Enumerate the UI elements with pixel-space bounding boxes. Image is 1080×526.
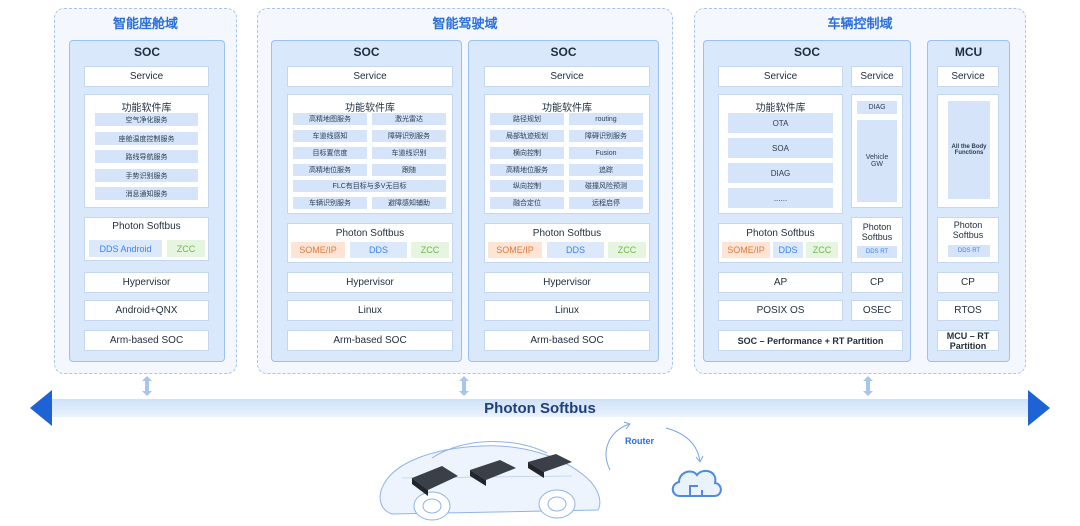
lib-item: 障碍识别服务 — [372, 130, 446, 142]
vehicle-soc-softbus-right-title: Photon Softbus — [861, 222, 893, 242]
tag-zcc: ZCC — [806, 242, 838, 258]
connector-cockpit — [142, 376, 152, 396]
driving-soc-1-os: Linux — [287, 300, 453, 321]
cockpit-service: Service — [84, 66, 209, 87]
driving-soc-1-hypervisor: Hypervisor — [287, 272, 453, 293]
driving-soc-2-title: SOC — [550, 45, 577, 59]
cockpit-lib-title: 功能软件库 — [121, 103, 172, 114]
lib-item: 车道线识别 — [372, 147, 446, 159]
lib-item: SOA — [728, 138, 833, 158]
lib-item: 障碍识别服务 — [569, 130, 643, 142]
driving-soc-1-hardware: Arm-based SOC — [287, 330, 453, 351]
domain-driving-title: 智能驾驶域 — [432, 16, 498, 31]
lib-item: 跟随 — [372, 164, 446, 176]
lib-item: 路径规划 — [490, 113, 564, 125]
lib-item: 高精地图服务 — [293, 113, 367, 125]
lib-item: 座舱温度控制服务 — [95, 132, 198, 145]
tag-some-ip: SOME/IP — [291, 242, 345, 258]
tag-zcc: ZCC — [608, 242, 646, 258]
tag-dds: DDS — [350, 242, 407, 258]
vehicle-soc-service-right: Service — [851, 66, 903, 87]
cockpit-hypervisor: Hypervisor — [84, 272, 209, 293]
lib-item: OTA — [728, 113, 833, 133]
lib-item: Fusion — [569, 147, 643, 159]
driving-soc-1-service: Service — [287, 66, 453, 87]
domain-cockpit-title: 智能座舱域 — [112, 16, 178, 31]
vehicle-soc-partition: SOC – Performance + RT Partition — [718, 330, 903, 351]
lib-item: ...... — [728, 188, 833, 208]
driving-soc-2-os: Linux — [484, 300, 650, 321]
vehicle-soc-softbus-title: Photon Softbus — [746, 228, 815, 239]
mcu-dds-rt-tag: DDS RT — [948, 245, 990, 257]
tag-zcc: ZCC — [411, 242, 449, 258]
tag-some-ip: SOME/IP — [488, 242, 542, 258]
softbus-banner-label: Photon Softbus — [484, 400, 596, 417]
lib-item: FLC有目标与多V无目标 — [293, 180, 446, 192]
lib-item: 纵向控制 — [490, 180, 564, 192]
mcu-softbus-title: Photon Softbus — [952, 220, 984, 240]
lib-item: 消息通知服务 — [95, 187, 198, 200]
diag-label: DIAG — [857, 101, 897, 114]
driving-soc-1-softbus-title: Photon Softbus — [335, 228, 405, 239]
cockpit-os: Android+QNX — [84, 300, 209, 321]
vehicle-soc-service: Service — [718, 66, 843, 87]
cockpit-soc-title: SOC — [133, 45, 160, 59]
lib-item: 高精地位服务 — [293, 164, 367, 176]
driving-soc-1-lib-title: 功能软件库 — [345, 103, 395, 114]
tag-dds: DDS — [547, 242, 604, 258]
cockpit-hardware: Arm-based SOC — [84, 330, 209, 351]
lib-item: 融合定位 — [490, 197, 564, 209]
lib-item: 远程启停 — [569, 197, 643, 209]
lib-item: 局部轨迹规划 — [490, 130, 564, 142]
mcu-body-functions: All the Body Functions — [948, 101, 990, 199]
connector-vehicle — [863, 376, 873, 396]
lib-item: 横向控制 — [490, 147, 564, 159]
lib-item: 路线导航服务 — [95, 150, 198, 163]
lib-item: 车道线感知 — [293, 130, 367, 142]
lib-item: 手势识别服务 — [95, 169, 198, 182]
tag-dds: DDS — [773, 242, 803, 258]
vehicle-soc-lib-title: 功能软件库 — [755, 103, 806, 114]
lib-item: 碰撞风险预测 — [569, 180, 643, 192]
driving-soc-1-title: SOC — [353, 45, 380, 59]
mcu-rtos: RTOS — [937, 300, 999, 321]
mcu-service: Service — [937, 66, 999, 87]
mcu-partition: MCU – RT Partition — [937, 330, 999, 351]
softbus-arrow — [30, 390, 1050, 426]
vehicle-posix-os: POSIX OS — [718, 300, 843, 321]
vehicle-mcu-title: MCU — [954, 45, 983, 59]
cloud-icon — [671, 469, 722, 497]
driving-soc-2-softbus-title: Photon Softbus — [532, 228, 602, 239]
vehicle-cp: CP — [851, 272, 903, 293]
tag-dds-android: DDS Android — [89, 240, 162, 257]
lib-item: 空气净化服务 — [95, 113, 198, 126]
mcu-cp: CP — [937, 272, 999, 293]
dds-rt-tag: DDS RT — [857, 246, 897, 258]
lib-item: DIAG — [728, 163, 833, 183]
vehicle-osec: OSEC — [851, 300, 903, 321]
lib-item: 高精地位服务 — [490, 164, 564, 176]
router-arcs — [605, 421, 704, 471]
lib-item: 激光雷达 — [372, 113, 446, 125]
tag-some-ip: SOME/IP — [722, 242, 770, 258]
car-icon — [379, 441, 601, 521]
lib-item: routing — [569, 113, 643, 125]
driving-soc-2-lib-title: 功能软件库 — [542, 103, 592, 114]
lib-item: 避障感知辅助 — [372, 197, 446, 209]
tag-zcc: ZCC — [167, 240, 205, 257]
cockpit-softbus-title: Photon Softbus — [112, 221, 181, 232]
router-label: Router — [625, 436, 654, 446]
vehicle-soc-title: SOC — [793, 45, 820, 59]
driving-soc-2-service: Service — [484, 66, 650, 87]
lib-item: 车辆识别服务 — [293, 197, 367, 209]
vehicle-ap: AP — [718, 272, 843, 293]
lib-item: 目标置信度 — [293, 147, 367, 159]
driving-soc-2-hardware: Arm-based SOC — [484, 330, 650, 351]
domain-vehicle-title: 车辆控制域 — [827, 16, 893, 31]
lib-item: 追踪 — [569, 164, 643, 176]
connector-driving — [459, 376, 469, 396]
vehicle-gw: Vehicle GW — [857, 120, 897, 202]
driving-soc-2-hypervisor: Hypervisor — [484, 272, 650, 293]
